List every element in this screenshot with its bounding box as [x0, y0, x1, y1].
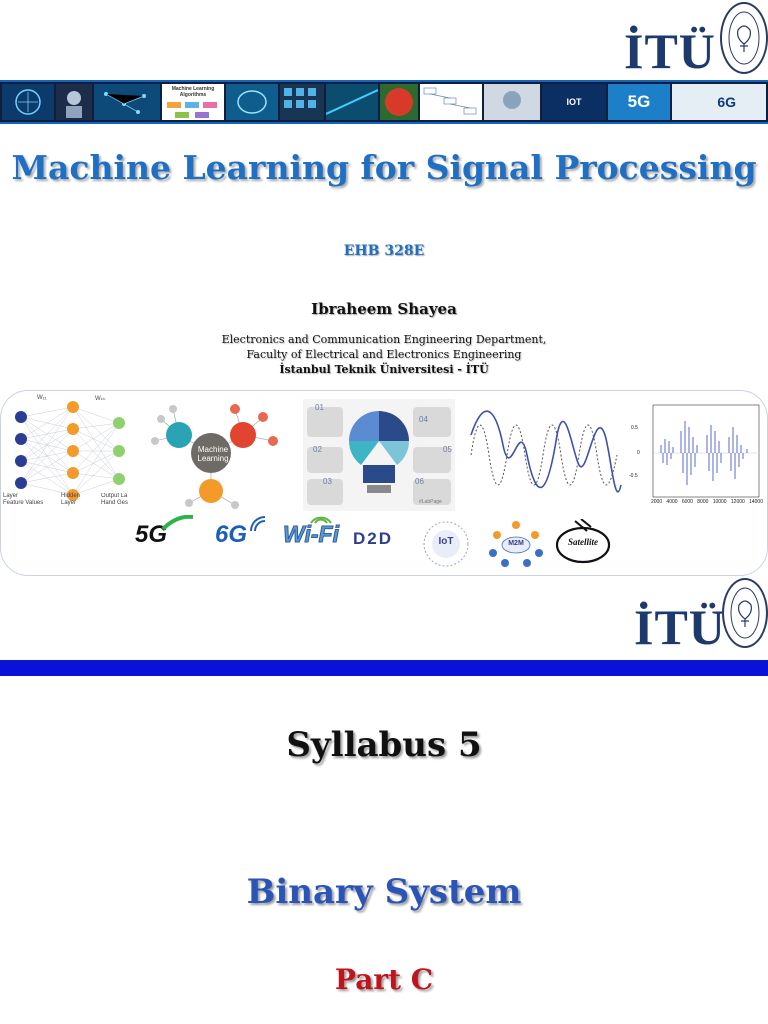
neural-network-diagram [15, 401, 125, 501]
ml-algorithms-text: Machine Learning Algorithms [171, 86, 215, 98]
6g-tile-text: 6G [717, 94, 736, 110]
ai-brain-tile [2, 84, 54, 120]
6g-logo-text: 6G [215, 521, 248, 548]
itu-seal-icon-2 [722, 578, 768, 648]
banner-strip: Machine Learning Algorithms IOT 5G 6G [0, 80, 768, 124]
itu-logo-2: İTÜ [634, 598, 726, 656]
ml-infographic [303, 399, 455, 511]
audio-waveform-plot [652, 404, 760, 498]
tech-tile [326, 84, 378, 120]
department: Electronics and Communication Engineerin… [221, 333, 547, 346]
d2d-logo: D2D [353, 529, 393, 549]
audio-xtick: 4000 [666, 499, 678, 505]
5g-tile-text: 5G [627, 92, 651, 111]
university: İstanbul Teknik Üniversitesi - İTÜ [279, 363, 489, 376]
wifi-logo-text: Wi-Fi [283, 521, 340, 548]
infographic-footer: #LabPage [419, 499, 442, 505]
sine-waveform-plot [470, 410, 622, 493]
faculty: Faculty of Electrical and Electronics En… [246, 348, 522, 361]
author-name: Ibraheem Shayea [311, 300, 457, 318]
ml-mindmap-diagram [151, 404, 278, 509]
red-globe-tile [380, 84, 418, 120]
part-heading: Part C [334, 963, 434, 996]
topic-heading: Binary System [246, 872, 522, 912]
audio-ytick-2: 0 [637, 450, 640, 456]
6g-tile: 6G [672, 84, 766, 120]
satellite-logo-text: Satellite [568, 537, 598, 547]
iot-tile-text: IOT [566, 97, 582, 107]
itu-logo-text: İTÜ [624, 23, 716, 79]
audio-xtick: 12000 [730, 499, 745, 505]
infographic-num-6: 06 [415, 477, 424, 486]
audio-xtick: 8000 [697, 499, 709, 505]
audio-xtick: 10000 [712, 499, 727, 505]
audio-ytick-3: -0.5 [629, 473, 638, 479]
infographic-num-3: 03 [323, 477, 332, 486]
ai-face-tile [484, 84, 540, 120]
nn-hidden-label: Hidden Layer [61, 493, 81, 506]
itu-logo: İTÜ [624, 22, 716, 80]
itu-logo-text-2: İTÜ [634, 599, 726, 655]
nn-output-label: Output La Hand Ges [101, 493, 129, 506]
robot-tile [56, 84, 92, 120]
diagram-tile [420, 84, 482, 120]
itu-seal-icon [720, 2, 768, 74]
wifi-logo: Wi-Fi [283, 516, 340, 548]
infographic-num-5: 05 [443, 445, 452, 454]
d2d-logo-text: D2D [353, 529, 394, 548]
audio-xticks: 2000 4000 6000 8000 10000 12000 14000 [651, 499, 763, 505]
infographic-num-4: 04 [419, 415, 428, 424]
mindmap-center: Machine Learning [197, 445, 229, 463]
ml-algorithms-tile: Machine Learning Algorithms [162, 84, 224, 120]
satellite-logo: Satellite [555, 518, 611, 569]
brain-tile [226, 84, 278, 120]
nn-weight-label-2: Wₖₖ [95, 396, 106, 402]
infographic-num-1: 01 [315, 403, 324, 412]
course-code: EHB 328E [343, 243, 425, 259]
nn-weight-label-1: W₁₁ [37, 395, 47, 401]
5g-tile: 5G [608, 84, 670, 120]
slide-title: Machine Learning for Signal Processing [11, 148, 757, 187]
affiliation: Electronics and Communication Engineerin… [0, 332, 768, 377]
m2m-logo: M2M [487, 519, 545, 573]
iot-logo-text: IoT [438, 536, 454, 547]
5g-logo: 5G [135, 515, 194, 549]
iot-logo: IoT [421, 519, 471, 573]
5g-logo-text: 5G [135, 521, 168, 548]
audio-xtick: 14000 [749, 499, 763, 505]
infographic-num-2: 02 [313, 445, 322, 454]
syllabus-heading: Syllabus 5 [286, 725, 482, 765]
audio-xtick: 6000 [681, 499, 693, 505]
header-bar [0, 660, 768, 676]
m2m-logo-text: M2M [508, 540, 524, 547]
iot-tile: IOT [542, 84, 606, 120]
audio-ytick-1: 0.5 [631, 425, 638, 431]
6g-logo: 6G [215, 516, 266, 549]
audio-xtick: 2000 [651, 499, 663, 505]
nn-input-label: Layer Feature Values [3, 493, 44, 506]
graphics-panel: W₁₁ Wₖₖ Layer Feature Values Hidden Laye… [0, 390, 768, 576]
network-tile [94, 84, 160, 120]
grid-tile [280, 84, 324, 120]
